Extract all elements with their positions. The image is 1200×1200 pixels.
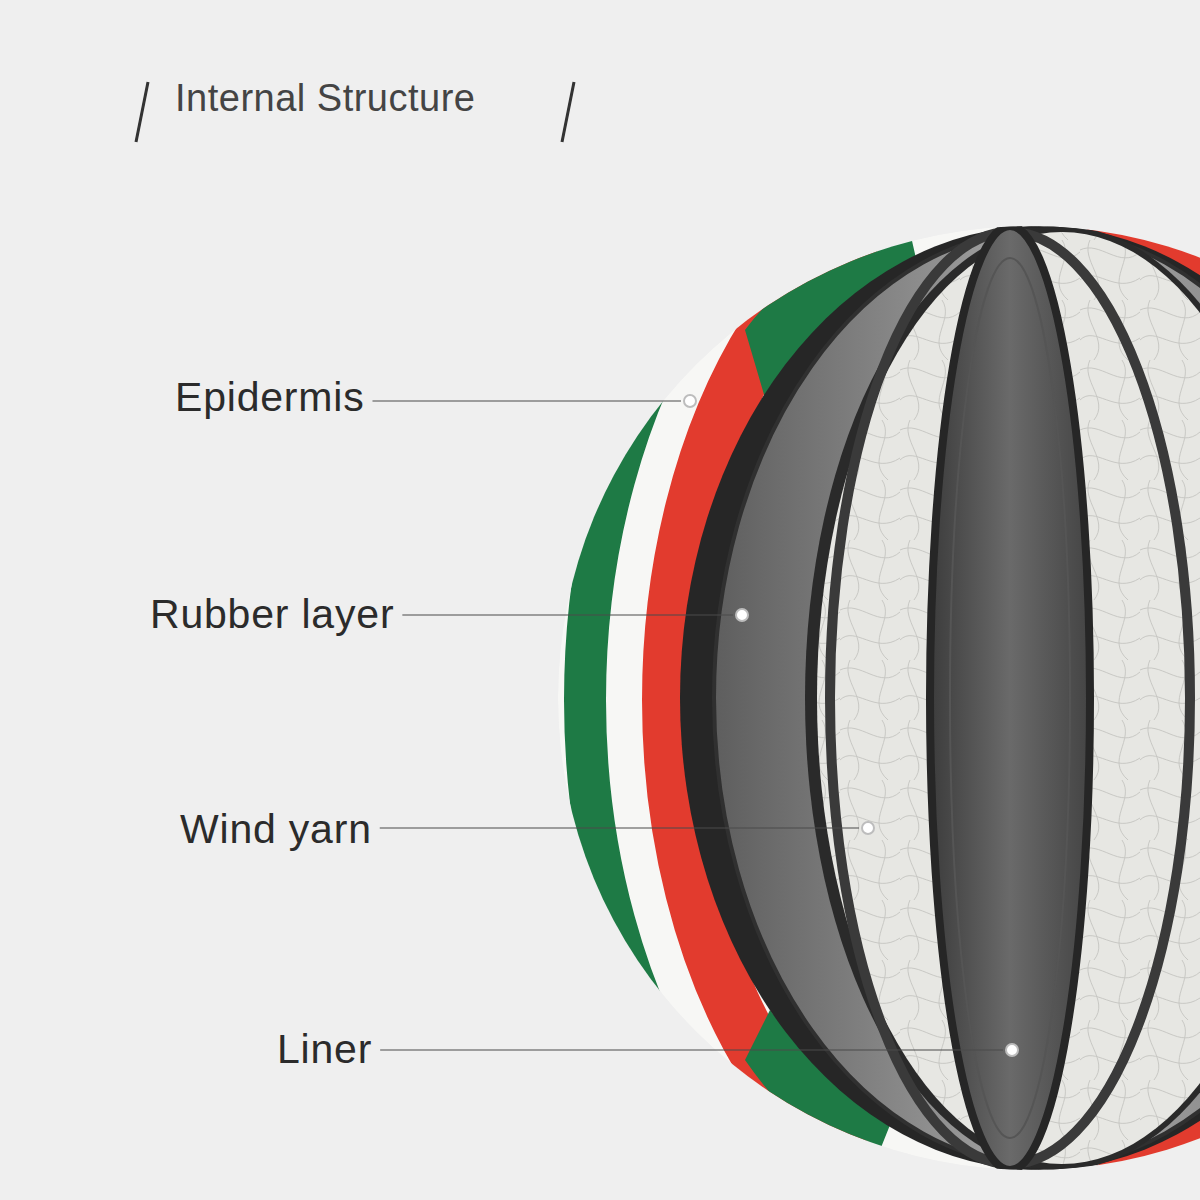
leader-dot <box>862 822 874 834</box>
yarn-edge <box>805 226 1200 1170</box>
liner-seam <box>950 258 1070 1138</box>
part-label: Wind yarn <box>180 805 372 854</box>
liner <box>930 226 1090 1170</box>
title-slash <box>562 82 574 142</box>
ball-cutaway <box>558 100 1200 1200</box>
green-panel <box>585 100 1200 1200</box>
leader-dot <box>684 395 696 407</box>
part-label: Rubber layer <box>150 590 394 639</box>
title: Internal Structure <box>175 76 475 122</box>
part-label: Epidermis <box>175 373 364 422</box>
leader-line <box>402 614 733 615</box>
leader-dot <box>1006 1044 1018 1056</box>
leader-line <box>380 827 859 828</box>
rubber-edge <box>680 226 1200 1170</box>
leader-dot <box>736 609 748 621</box>
leader-lines <box>372 395 1018 1056</box>
part-label: Liner <box>277 1025 372 1074</box>
title-slash <box>136 82 148 142</box>
leader-line <box>380 1049 1003 1050</box>
leader-line <box>372 400 681 401</box>
